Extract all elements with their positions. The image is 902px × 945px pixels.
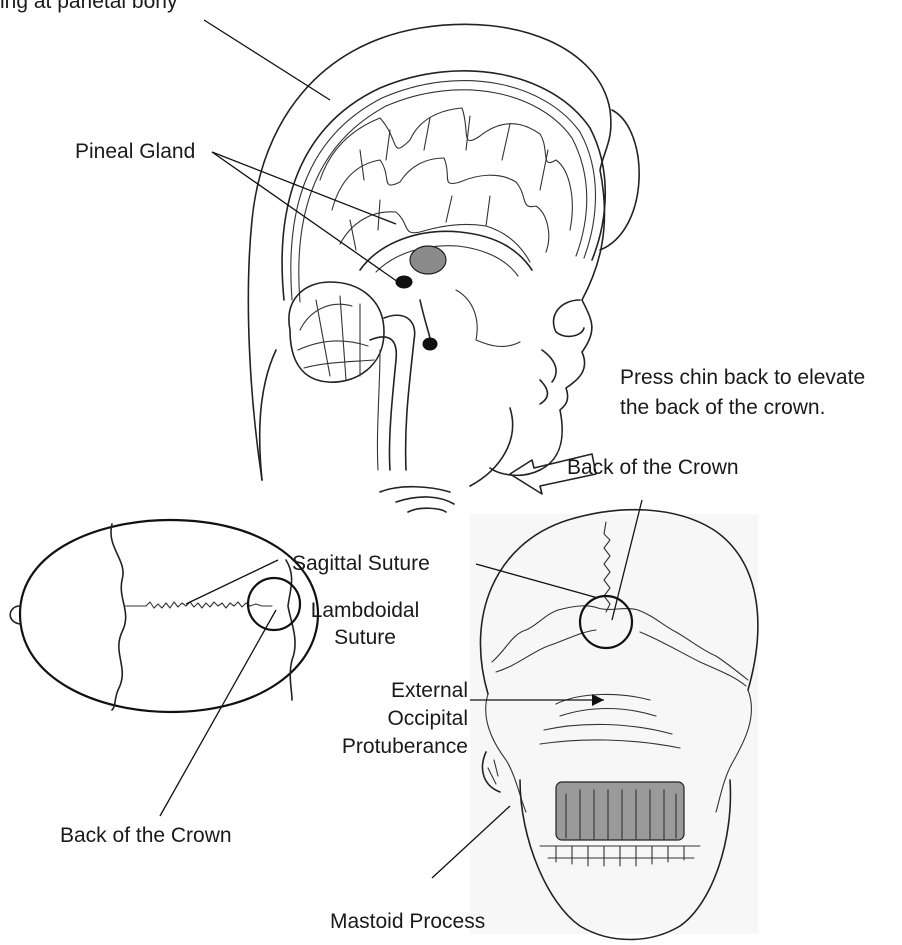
press-chin-line1: Press chin back to elevate (620, 366, 865, 390)
leader-top-cut (204, 20, 330, 100)
press-chin-line2: the back of the crown. (620, 396, 825, 420)
back-of-crown-bottom-label: Back of the Crown (60, 824, 232, 848)
external-line1: External (358, 679, 468, 703)
top-cut-label: ing at parietal bony (0, 0, 240, 20)
pineal-gland-label: Pineal Gland (75, 140, 195, 164)
lambdoidal-line1: Lambdoidal (300, 599, 430, 623)
skull-top-view-drawing (10, 520, 318, 712)
external-line3: Protuberance (300, 735, 468, 759)
lambdoidal-line2: Suture (300, 626, 430, 650)
back-of-crown-top-label: Back of the Crown (567, 456, 739, 480)
leader-pineal-gland (212, 152, 398, 282)
external-line2: Occipital (328, 707, 468, 731)
sagittal-suture-label: Sagittal Suture (292, 552, 430, 576)
head-sagittal-drawing (248, 24, 639, 512)
leader-sagittal-suture (186, 560, 278, 604)
mastoid-process-label: Mastoid Process (330, 910, 485, 934)
